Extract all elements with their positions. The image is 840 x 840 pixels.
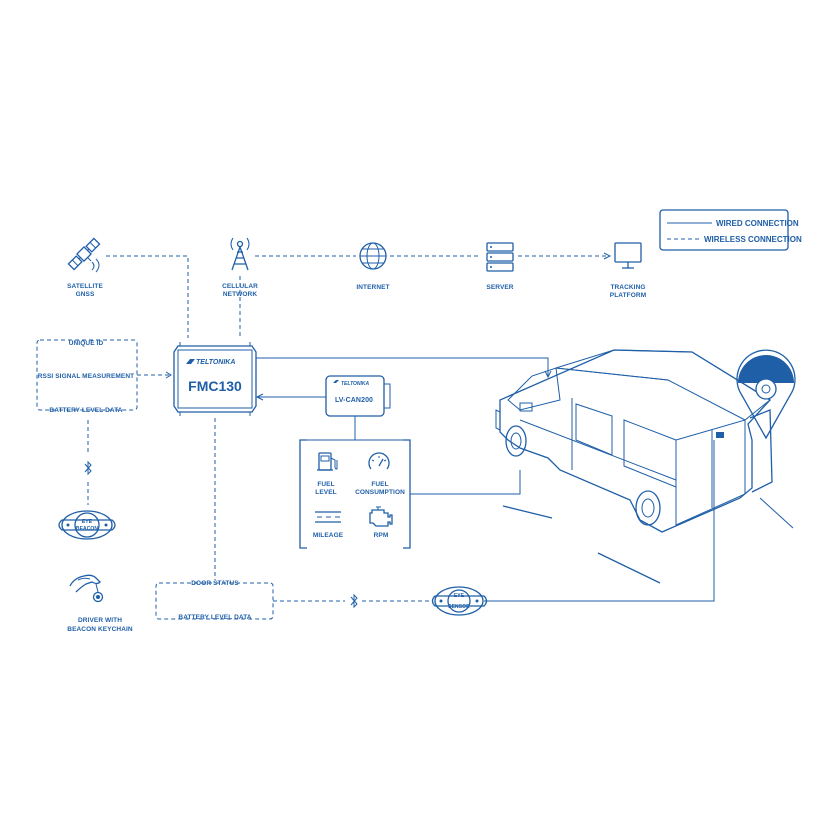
rssi-label: RSSI SIGNAL MEASUREMENT: [38, 373, 134, 380]
eye-sensor-label-1: EYE: [454, 593, 465, 599]
cell-tower-icon: [230, 237, 250, 271]
platform-label-1: TRACKING: [610, 284, 645, 291]
unique-id-label: UNIQUE ID: [69, 340, 104, 347]
door-status-label: DOOR STATUS: [191, 580, 239, 587]
fuel-level-label-1: FUEL: [317, 481, 334, 488]
internet-label: INTERNET: [356, 284, 389, 291]
satellite-label-1: SATELLITE: [67, 283, 103, 290]
van-illustration: [495, 349, 794, 584]
location-pin-icon: [736, 349, 796, 440]
fmc130-device: TELTONIKA FMC130: [173, 342, 257, 416]
fuel-pump-icon: [317, 452, 338, 471]
rpm-label: RPM: [374, 532, 389, 539]
teltonika-logo-icon: [186, 359, 195, 364]
lv-can200-model: LV-CAN200: [335, 397, 373, 404]
legend: WIRED CONNECTION WIRELESS CONNECTION: [659, 209, 802, 251]
fmc130-model: FMC130: [188, 378, 242, 394]
lv-can200-brand: TELTONIKA: [341, 381, 370, 387]
satellite-icon: [67, 237, 101, 271]
road-icon: [315, 511, 341, 523]
cellular-label-2: NETWORK: [223, 291, 257, 298]
server-label: SERVER: [486, 284, 513, 291]
eye-sensor-label-2: SENSOR: [448, 604, 470, 610]
platform-label-2: PLATFORM: [610, 292, 646, 299]
server-icon: [486, 242, 514, 272]
bluetooth-icon: [84, 460, 92, 476]
top-connections: [106, 252, 612, 338]
beacon-battery-label: BATTERY LEVEL DATA: [49, 407, 122, 414]
gauge-icon: [368, 452, 390, 470]
driver-label-2: BEACON KEYCHAIN: [67, 626, 133, 633]
lv-can200-device: TELTONIKA LV-CAN200: [325, 375, 391, 417]
satellite-label-2: GNSS: [76, 291, 95, 298]
eye-beacon: EYE BEACON: [58, 510, 116, 540]
door-status-box: DOOR STATUS BATTERY LEVEL DATA: [155, 580, 274, 621]
beacon-data-box: UNIQUE ID RSSI SIGNAL MEASUREMENT BATTER…: [36, 339, 138, 414]
fmc130-brand: TELTONIKA: [196, 359, 235, 366]
legend-wireless-label: WIRELESS CONNECTION: [704, 235, 802, 244]
mileage-label: MILEAGE: [313, 532, 344, 539]
fuel-consumption-label-1: FUEL: [371, 481, 388, 488]
satellite-signal-icon: [91, 258, 100, 273]
sensor-battery-label: BATTERY LEVEL DATA: [178, 614, 251, 621]
fuel-level-label-2: LEVEL: [315, 489, 336, 496]
monitor-icon: [614, 242, 642, 269]
driver-label-1: DRIVER WITH: [78, 617, 122, 624]
legend-wired-label: WIRED CONNECTION: [716, 219, 799, 228]
engine-icon: [369, 506, 393, 527]
globe-icon: [359, 242, 387, 270]
bluetooth-icon-2: [350, 593, 358, 609]
eye-sensor: EYE SENSOR: [431, 586, 488, 616]
fuel-consumption-label-2: CONSUMPTION: [355, 489, 405, 496]
eye-beacon-label-2: BEACON: [76, 526, 99, 532]
eye-beacon-label-1: EYE: [82, 519, 93, 525]
hand-keychain-icon: [69, 574, 104, 603]
